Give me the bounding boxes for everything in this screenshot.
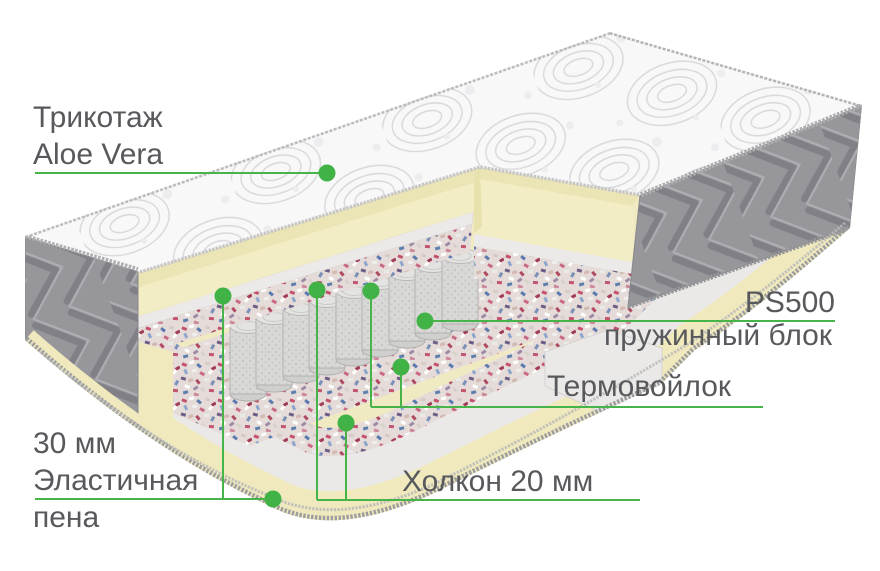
foam-cutface: [133, 182, 476, 318]
label-cover: Трикотаж Aloe Vera: [33, 99, 163, 173]
dot-foam-bottom: [264, 490, 282, 508]
label-foam-line3: пена: [33, 501, 100, 534]
connector-foam: [35, 296, 273, 500]
piping-edges: [25, 32, 862, 521]
dot-springs: [416, 312, 434, 330]
callout-dots: [214, 164, 434, 508]
label-springs-code: PS500: [744, 286, 835, 319]
felt-top-cutface: [130, 224, 472, 358]
label-cover-line2: Aloe Vera: [33, 138, 164, 171]
label-felt: Термовойлок: [547, 370, 732, 403]
connector-holcon: [316, 290, 640, 501]
label-springs-desc: пружинный блок: [603, 319, 832, 352]
foam-step-block: [474, 166, 640, 306]
foam-ledge-top: [136, 166, 480, 288]
dot-holcon-upper: [308, 281, 326, 299]
foam-block-end: [474, 166, 482, 234]
label-cover-line1: Трикотаж: [33, 101, 163, 134]
dot-cover: [318, 164, 336, 182]
felt-under-block: [474, 246, 633, 306]
dot-felt-upper: [362, 282, 380, 300]
backing-under-block: [474, 234, 633, 274]
label-holcon: Холкон 20 мм: [402, 465, 594, 498]
foam-block-top: [474, 166, 640, 206]
dot-holcon-lower: [337, 414, 355, 432]
callout-connectors: [35, 172, 835, 501]
dot-felt-lower: [392, 358, 410, 376]
label-foam-line1: 30 мм: [33, 427, 116, 460]
label-foam-line2: Эластичная: [33, 464, 199, 497]
quilt-top: [25, 32, 862, 272]
dot-foam-top: [214, 287, 232, 305]
label-foam: 30 мм Эластичная пена: [33, 425, 198, 536]
